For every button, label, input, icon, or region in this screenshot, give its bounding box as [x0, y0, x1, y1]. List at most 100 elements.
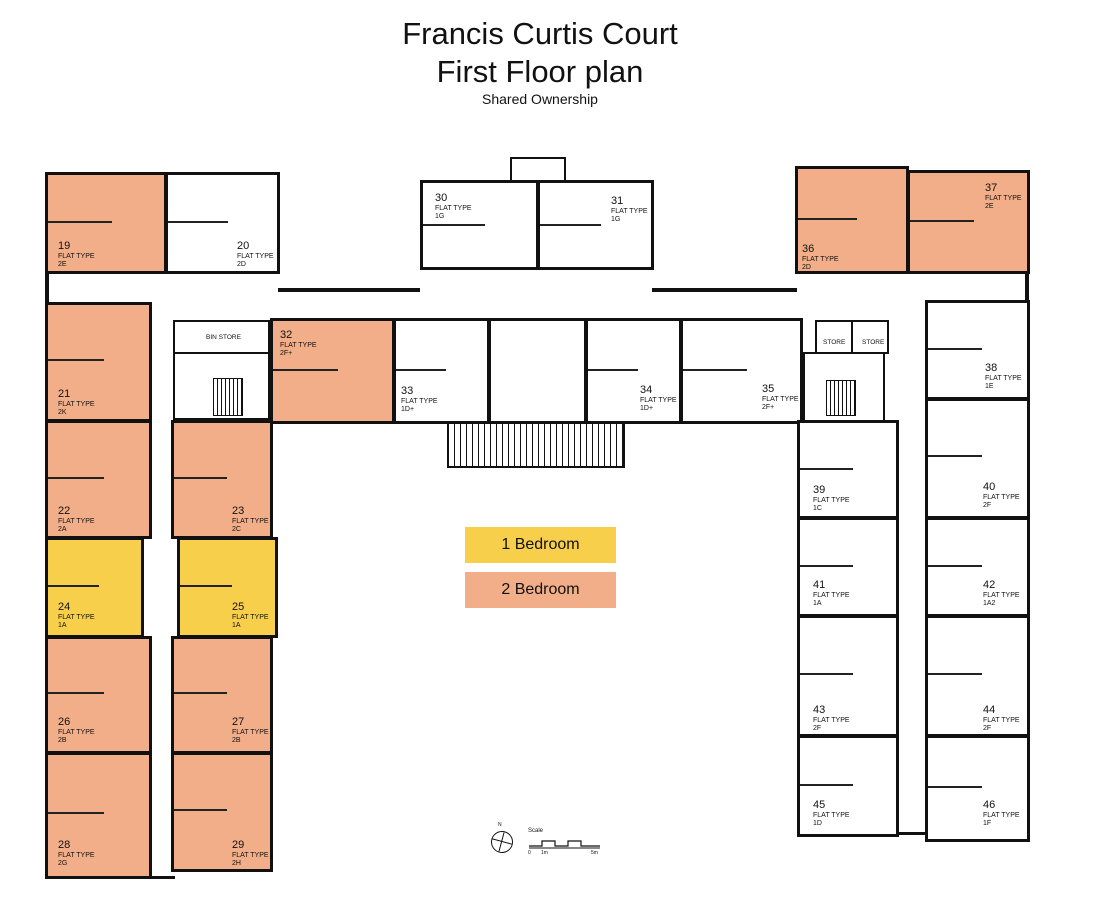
- partition-wall: [48, 585, 100, 587]
- flat-37: [907, 170, 1030, 274]
- flat-38: [925, 300, 1030, 400]
- flat-type-label: FLAT TYPE: [983, 494, 1020, 501]
- flat-type: 2F: [813, 725, 822, 732]
- flat-41: [797, 517, 899, 617]
- central-hall: [488, 318, 587, 424]
- flat-number: 33: [401, 385, 414, 397]
- flat-44: [925, 615, 1030, 737]
- bin-store-label: BIN STORE: [206, 334, 241, 341]
- partition-wall: [273, 369, 339, 371]
- flat-number: 32: [280, 329, 293, 341]
- partition-wall: [423, 224, 486, 226]
- flat-type: 2H: [232, 860, 241, 867]
- flat-type-label: FLAT TYPE: [983, 592, 1020, 599]
- partition-wall: [174, 692, 227, 694]
- stairs-icon: [213, 378, 243, 416]
- flat-type: 2F+: [762, 404, 775, 411]
- flat-number: 19: [58, 240, 71, 252]
- flat-type-label: FLAT TYPE: [611, 208, 648, 215]
- flat-type-label: FLAT TYPE: [983, 717, 1020, 724]
- flat-43: [797, 615, 899, 737]
- flat-number: 23: [232, 505, 245, 517]
- flat-type: 2K: [58, 409, 67, 416]
- partition-wall: [928, 348, 983, 350]
- flat-type-label: FLAT TYPE: [813, 592, 850, 599]
- partition-wall: [180, 585, 233, 587]
- flat-number: 27: [232, 716, 245, 728]
- flat-24: [45, 537, 144, 638]
- flat-type: 1A: [58, 622, 67, 629]
- flat-type: 2B: [58, 737, 67, 744]
- flat-type: 2G: [58, 860, 68, 867]
- partition-wall: [910, 220, 975, 222]
- flat-type-label: FLAT TYPE: [58, 614, 95, 621]
- flat-type: 2E: [985, 203, 994, 210]
- flat-type: 2F: [983, 502, 992, 509]
- flat-number: 42: [983, 579, 996, 591]
- flat-type-label: FLAT TYPE: [232, 518, 269, 525]
- partition-wall: [174, 809, 227, 811]
- flat-type: 1A: [232, 622, 241, 629]
- flat-type-label: FLAT TYPE: [985, 375, 1022, 382]
- flat-type-label: FLAT TYPE: [58, 518, 95, 525]
- flat-33: [393, 318, 490, 424]
- flat-type-label: FLAT TYPE: [58, 852, 95, 859]
- wall: [897, 832, 927, 835]
- partition-wall: [798, 218, 858, 220]
- flat-number: 24: [58, 601, 71, 613]
- partition-wall: [800, 784, 853, 786]
- flat-22: [45, 420, 152, 539]
- flat-type-label: FLAT TYPE: [985, 195, 1022, 202]
- flat-number: 21: [58, 388, 71, 400]
- partition-wall: [48, 477, 104, 479]
- flat-type: 1F: [983, 820, 992, 827]
- flat-number: 22: [58, 505, 71, 517]
- flat-number: 28: [58, 839, 71, 851]
- flat-type: 1C: [813, 505, 822, 512]
- flat-number: 36: [802, 243, 815, 255]
- flat-number: 26: [58, 716, 71, 728]
- flat-28: [45, 752, 152, 879]
- partition-wall: [800, 468, 853, 470]
- flat-number: 34: [640, 384, 653, 396]
- partition-wall: [48, 359, 104, 361]
- partition-wall: [800, 673, 853, 675]
- partition-wall: [928, 786, 983, 788]
- wall: [1025, 270, 1029, 302]
- partition-wall: [174, 477, 227, 479]
- flat-type-label: FLAT TYPE: [232, 852, 269, 859]
- legend-2-bedroom: 2 Bedroom: [465, 572, 616, 608]
- north-label: N: [498, 822, 502, 828]
- plan-title: Francis Curtis Court: [402, 16, 678, 51]
- flat-35: [680, 318, 803, 424]
- plan-subtitle-floor: First Floor plan: [436, 54, 644, 89]
- flat-number: 29: [232, 839, 245, 851]
- flat-number: 37: [985, 182, 998, 194]
- flat-46: [925, 735, 1030, 842]
- flat-type: 1D: [813, 820, 822, 827]
- flat-number: 40: [983, 481, 996, 493]
- partition-wall: [928, 455, 983, 457]
- flat-number: 41: [813, 579, 826, 591]
- store-1-label: STORE: [823, 339, 846, 346]
- flat-45: [797, 735, 899, 837]
- flat-number: 38: [985, 362, 998, 374]
- flat-type: 2A: [58, 526, 67, 533]
